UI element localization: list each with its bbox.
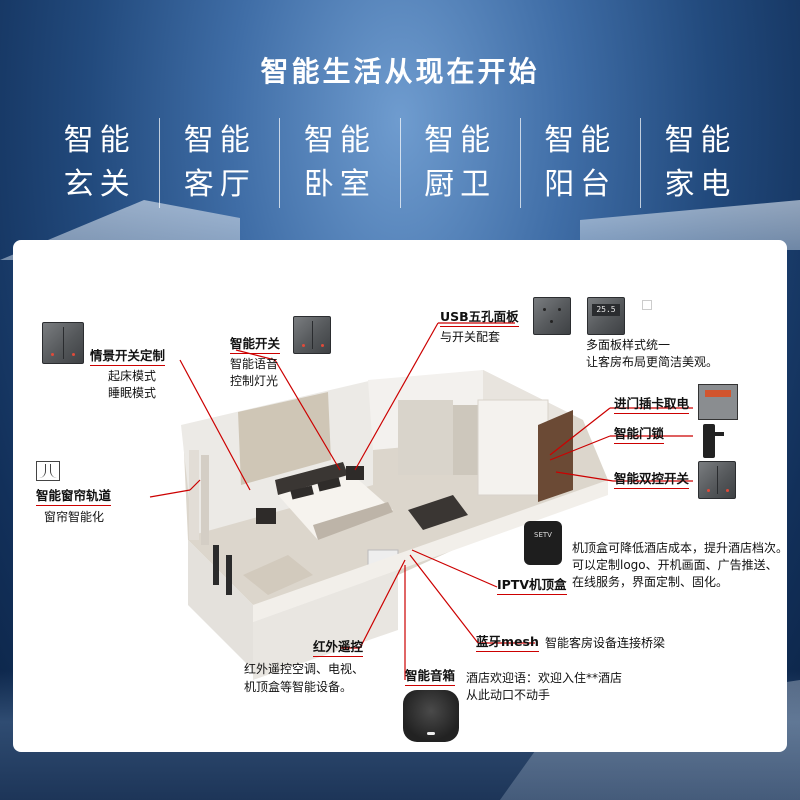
panel-style-desc2: 让客房布局更简洁美观。 (586, 355, 719, 369)
door-lock-title: 智能门锁 (614, 425, 665, 444)
curtain-desc: 窗帘智能化 (44, 510, 105, 524)
speaker-desc2: 从此动口不动手 (466, 688, 551, 702)
scene-switch-desc2: 睡眠模式 (108, 386, 157, 400)
category-line1: 智能 (424, 123, 497, 158)
smart-switch-desc2: 控制灯光 (230, 374, 279, 388)
card-switch-title: 进门插卡取电 (614, 395, 690, 414)
speaker-desc1: 酒店欢迎语：欢迎入住**酒店 (466, 671, 623, 685)
category-entrance: 智能玄关 (40, 118, 161, 208)
settop-box-icon: SETV (524, 521, 562, 565)
mesh-title: 蓝牙mesh (476, 633, 539, 652)
category-bedroom: 智能卧室 (280, 118, 401, 208)
ir-desc2: 机顶盒等智能设备。 (244, 680, 353, 694)
category-line1: 智能 (303, 123, 376, 158)
usb-panel-desc: 与开关配套 (440, 330, 501, 344)
category-balcony: 智能阳台 (521, 118, 641, 208)
thermostat-display: 25.5 (592, 304, 620, 316)
iptv-desc3: 在线服务，界面定制、固化。 (572, 575, 729, 589)
category-line2: 玄关 (63, 167, 136, 202)
curtain-icon (36, 461, 60, 481)
category-row: 智能玄关 智能客厅 智能卧室 智能厨卫 智能阳台 智能家电 (40, 118, 760, 208)
category-appliance: 智能家电 (641, 118, 760, 208)
scene-switch-desc1: 起床模式 (108, 369, 157, 383)
category-line2: 客厅 (183, 167, 256, 202)
category-line1: 智能 (664, 123, 737, 158)
room-illustration (181, 370, 608, 680)
dual-switch-title: 智能双控开关 (614, 470, 690, 489)
scene-switch-icon (42, 322, 84, 364)
iptv-desc1: 机顶盒可降低酒店成本，提升酒店档次。 (572, 541, 789, 555)
category-kitchen-bath: 智能厨卫 (401, 118, 521, 208)
smart-switch-desc1: 智能语音 (230, 357, 279, 371)
category-line2: 阳台 (544, 167, 617, 202)
category-line1: 智能 (183, 123, 256, 158)
panel-style-desc1: 多面板样式统一 (586, 338, 671, 352)
category-line1: 智能 (63, 123, 136, 158)
category-line2: 厨卫 (424, 167, 497, 202)
ir-desc1: 红外遥控空调、电视、 (244, 662, 365, 676)
mesh-desc: 智能客房设备连接桥梁 (545, 636, 666, 650)
thermostat-panel-icon: 25.5 (587, 297, 625, 335)
smart-switch-icon (293, 316, 331, 354)
smart-speaker-icon (403, 690, 459, 742)
smart-switch-title: 智能开关 (230, 335, 281, 354)
usb-panel-title: USB五孔面板 (440, 308, 519, 327)
usb-panel-icon (533, 297, 571, 335)
iptv-desc2: 可以定制logo、开机画面、广告推送、 (572, 558, 778, 572)
curtain-title: 智能窗帘轨道 (36, 487, 112, 506)
ir-title: 红外遥控 (313, 638, 364, 657)
scene-switch-title: 情景开关定制 (90, 347, 166, 366)
panel-small-icon (642, 300, 652, 310)
category-line1: 智能 (544, 123, 617, 158)
iptv-title: IPTV机顶盒 (497, 576, 567, 595)
headline: 智能生活从现在开始 (260, 55, 540, 88)
settop-logo: SETV (534, 531, 552, 539)
dual-switch-icon (698, 461, 736, 499)
category-living: 智能客厅 (160, 118, 281, 208)
category-line2: 卧室 (303, 167, 376, 202)
card-switch-icon (698, 384, 738, 420)
door-lock-icon (703, 424, 724, 458)
category-line2: 家电 (664, 167, 737, 202)
speaker-title: 智能音箱 (405, 667, 456, 686)
